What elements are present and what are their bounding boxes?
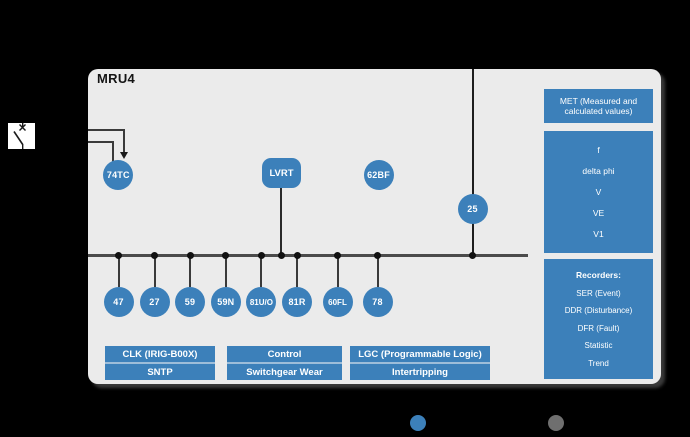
legend-available-dot [409,415,426,431]
measurement-item: V1 [593,229,604,240]
bus-stem-81UO [260,255,263,287]
bus-stem-27 [153,255,156,287]
feature-box-clock: CLK (IRIG-B00X) SNTP [105,346,215,380]
bus-junction-dot [277,252,285,259]
feature-sntp-label: SNTP [105,364,215,380]
bus-stem-78 [376,255,379,287]
function-circle-78: 78 [362,287,393,317]
function-circle-27: 27 [139,287,170,317]
recorder-item: SER (Event) [576,288,621,298]
bus-junction-dot [334,252,341,259]
recorder-item: DDR (Disturbance) [564,306,633,316]
function-circle-62BF: 62BF [363,160,394,190]
bus-junction-dot [115,252,122,259]
breaker-line-upper-drop [123,129,125,153]
bus-line [88,254,528,257]
bus-junction-dot [257,252,265,259]
feature-box-logic: LGC (Programmable Logic) Intertripping [350,346,490,380]
measurements-box: f delta phi V VE V1 [544,131,653,253]
device-title: MRU4 [97,71,136,86]
measurement-item: f [597,144,600,155]
function-box-LVRT: LVRT [262,158,301,188]
function-circle-74TC: 74TC [103,160,134,190]
met-box: MET (Measured and calculated values) [544,89,653,123]
recorder-item: DFR (Fault) [577,323,620,333]
recorder-item: Trend [588,358,609,368]
bus-stem-60FL [336,255,339,287]
bus-stem-59 [189,255,191,287]
bus-junction-dot [186,252,194,259]
recorders-title: Recorders: [576,270,621,281]
feature-clk-label: CLK (IRIG-B00X) [105,346,215,362]
bus-stem-59N [224,255,227,287]
breaker-line-lower [88,141,114,143]
feature-intertripping-label: Intertripping [350,364,490,380]
measurement-item: V [595,186,602,197]
feature-box-control: Control Switchgear Wear [227,346,342,380]
legend-unavailable-dot [548,415,564,431]
feature-switchgear-label: Switchgear Wear [227,364,342,380]
bus-junction-dot [293,252,301,259]
function-circle-25: 25 [457,194,488,224]
feature-control-label: Control [227,346,342,362]
measurement-item: VE [592,208,605,219]
met-box-label: MET (Measured and calculated values) [559,95,638,116]
breaker-line-upper [88,129,125,131]
bus-junction-dot [469,252,476,259]
recorder-item: Statistic [584,341,613,351]
measurement-item: delta phi [582,165,615,176]
bus-stem-81R [296,255,298,287]
function-circle-81UO: 81U/O [246,287,277,317]
bus-stem-47 [117,255,120,287]
lvrt-stem [280,187,282,256]
feature-lgc-label: LGC (Programmable Logic) [350,346,490,362]
function-circle-59: 59 [175,287,205,317]
circuit-breaker-icon [8,123,35,149]
bus-junction-dot [151,252,158,259]
function-circle-60FL: 60FL [322,287,353,317]
breaker-line-lower-drop [112,141,114,171]
bus-junction-dot [222,252,230,259]
function-circle-47: 47 [103,287,134,317]
arrowhead-icon [120,152,128,159]
bus-junction-dot [374,252,381,259]
recorders-box: Recorders: SER (Event) DDR (Disturbance)… [544,259,653,379]
breaker-symbol-glyph [13,123,26,149]
function-circle-59N: 59N [210,287,241,317]
function-circle-81R: 81R [282,287,312,317]
feeder-line [471,69,474,256]
